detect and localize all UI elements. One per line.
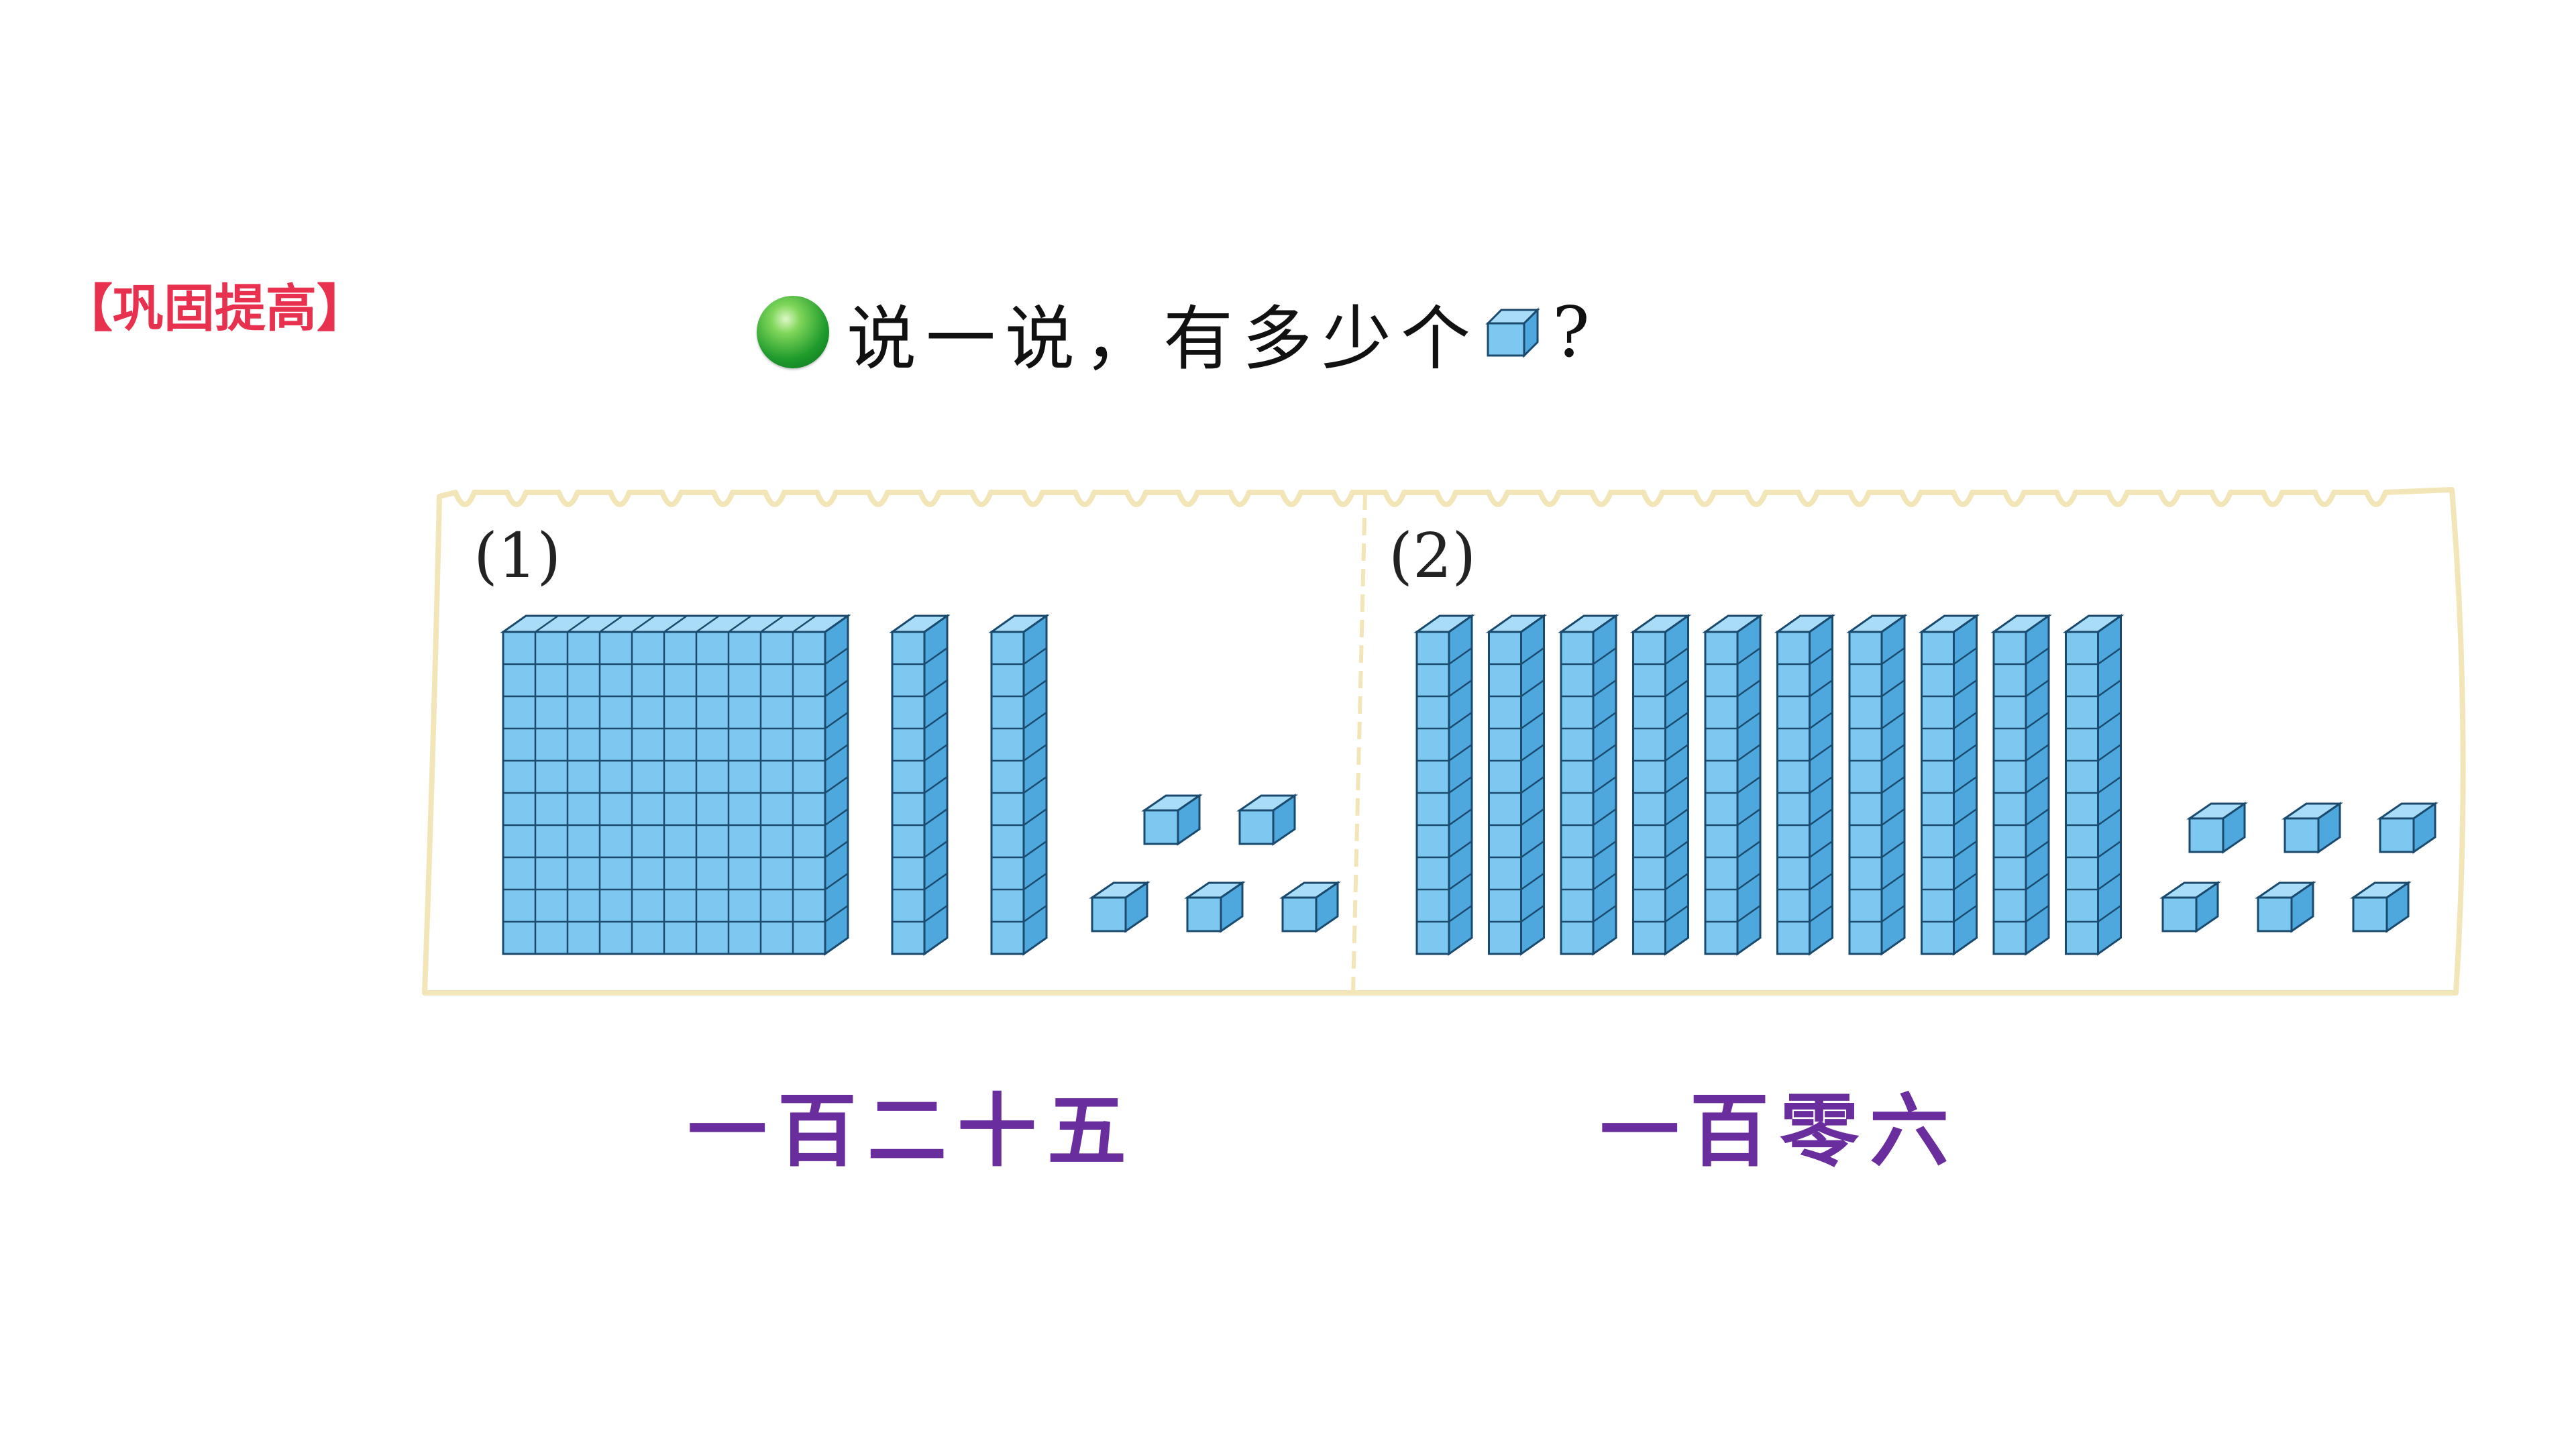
ten-rod xyxy=(1846,614,1908,956)
unit-cube xyxy=(2350,881,2412,933)
section-tag: 【巩固提高】 xyxy=(62,278,368,338)
prompt-row: 说一说，有多少个 ? xyxy=(757,288,1590,380)
unit-cube xyxy=(2186,802,2248,854)
ten-rod xyxy=(1413,614,1475,956)
ten-rod xyxy=(2062,614,2125,956)
unit-cube xyxy=(2159,881,2221,933)
unit-cube xyxy=(2255,881,2316,933)
answer-2: 一百零六 xyxy=(1600,1084,1960,1177)
unit-cube xyxy=(1141,794,1203,846)
ten-rod xyxy=(1918,614,1980,956)
question-mark: ? xyxy=(1552,291,1590,373)
unit-cube xyxy=(1184,881,1246,933)
ten-rod xyxy=(1774,614,1836,956)
unit-cube-icon xyxy=(1485,307,1540,358)
blocks-group-2 xyxy=(1413,614,2438,956)
ten-rod xyxy=(889,614,951,956)
unit-cube xyxy=(1236,794,1298,846)
unit-cube xyxy=(1089,881,1150,933)
green-ball-icon xyxy=(757,296,829,368)
ten-rod xyxy=(1558,614,1619,956)
unit-cube xyxy=(1279,881,1341,933)
ten-rod xyxy=(1990,614,2052,956)
answer-1: 一百二十五 xyxy=(688,1084,1138,1177)
panel-label-1: (1) xyxy=(474,520,561,592)
panel-frame xyxy=(422,487,2466,996)
unit-cube xyxy=(2282,802,2343,854)
unit-cube xyxy=(2377,802,2438,854)
blocks-group-1 xyxy=(500,614,1341,956)
ten-rod xyxy=(988,614,1050,956)
ten-rod xyxy=(1702,614,1764,956)
prompt-text: 说一说，有多少个 xyxy=(847,297,1481,380)
ten-rod xyxy=(1485,614,1548,956)
ten-rod xyxy=(1629,614,1692,956)
panel-label-2: (2) xyxy=(1389,520,1476,592)
hundred-flat xyxy=(500,614,851,956)
